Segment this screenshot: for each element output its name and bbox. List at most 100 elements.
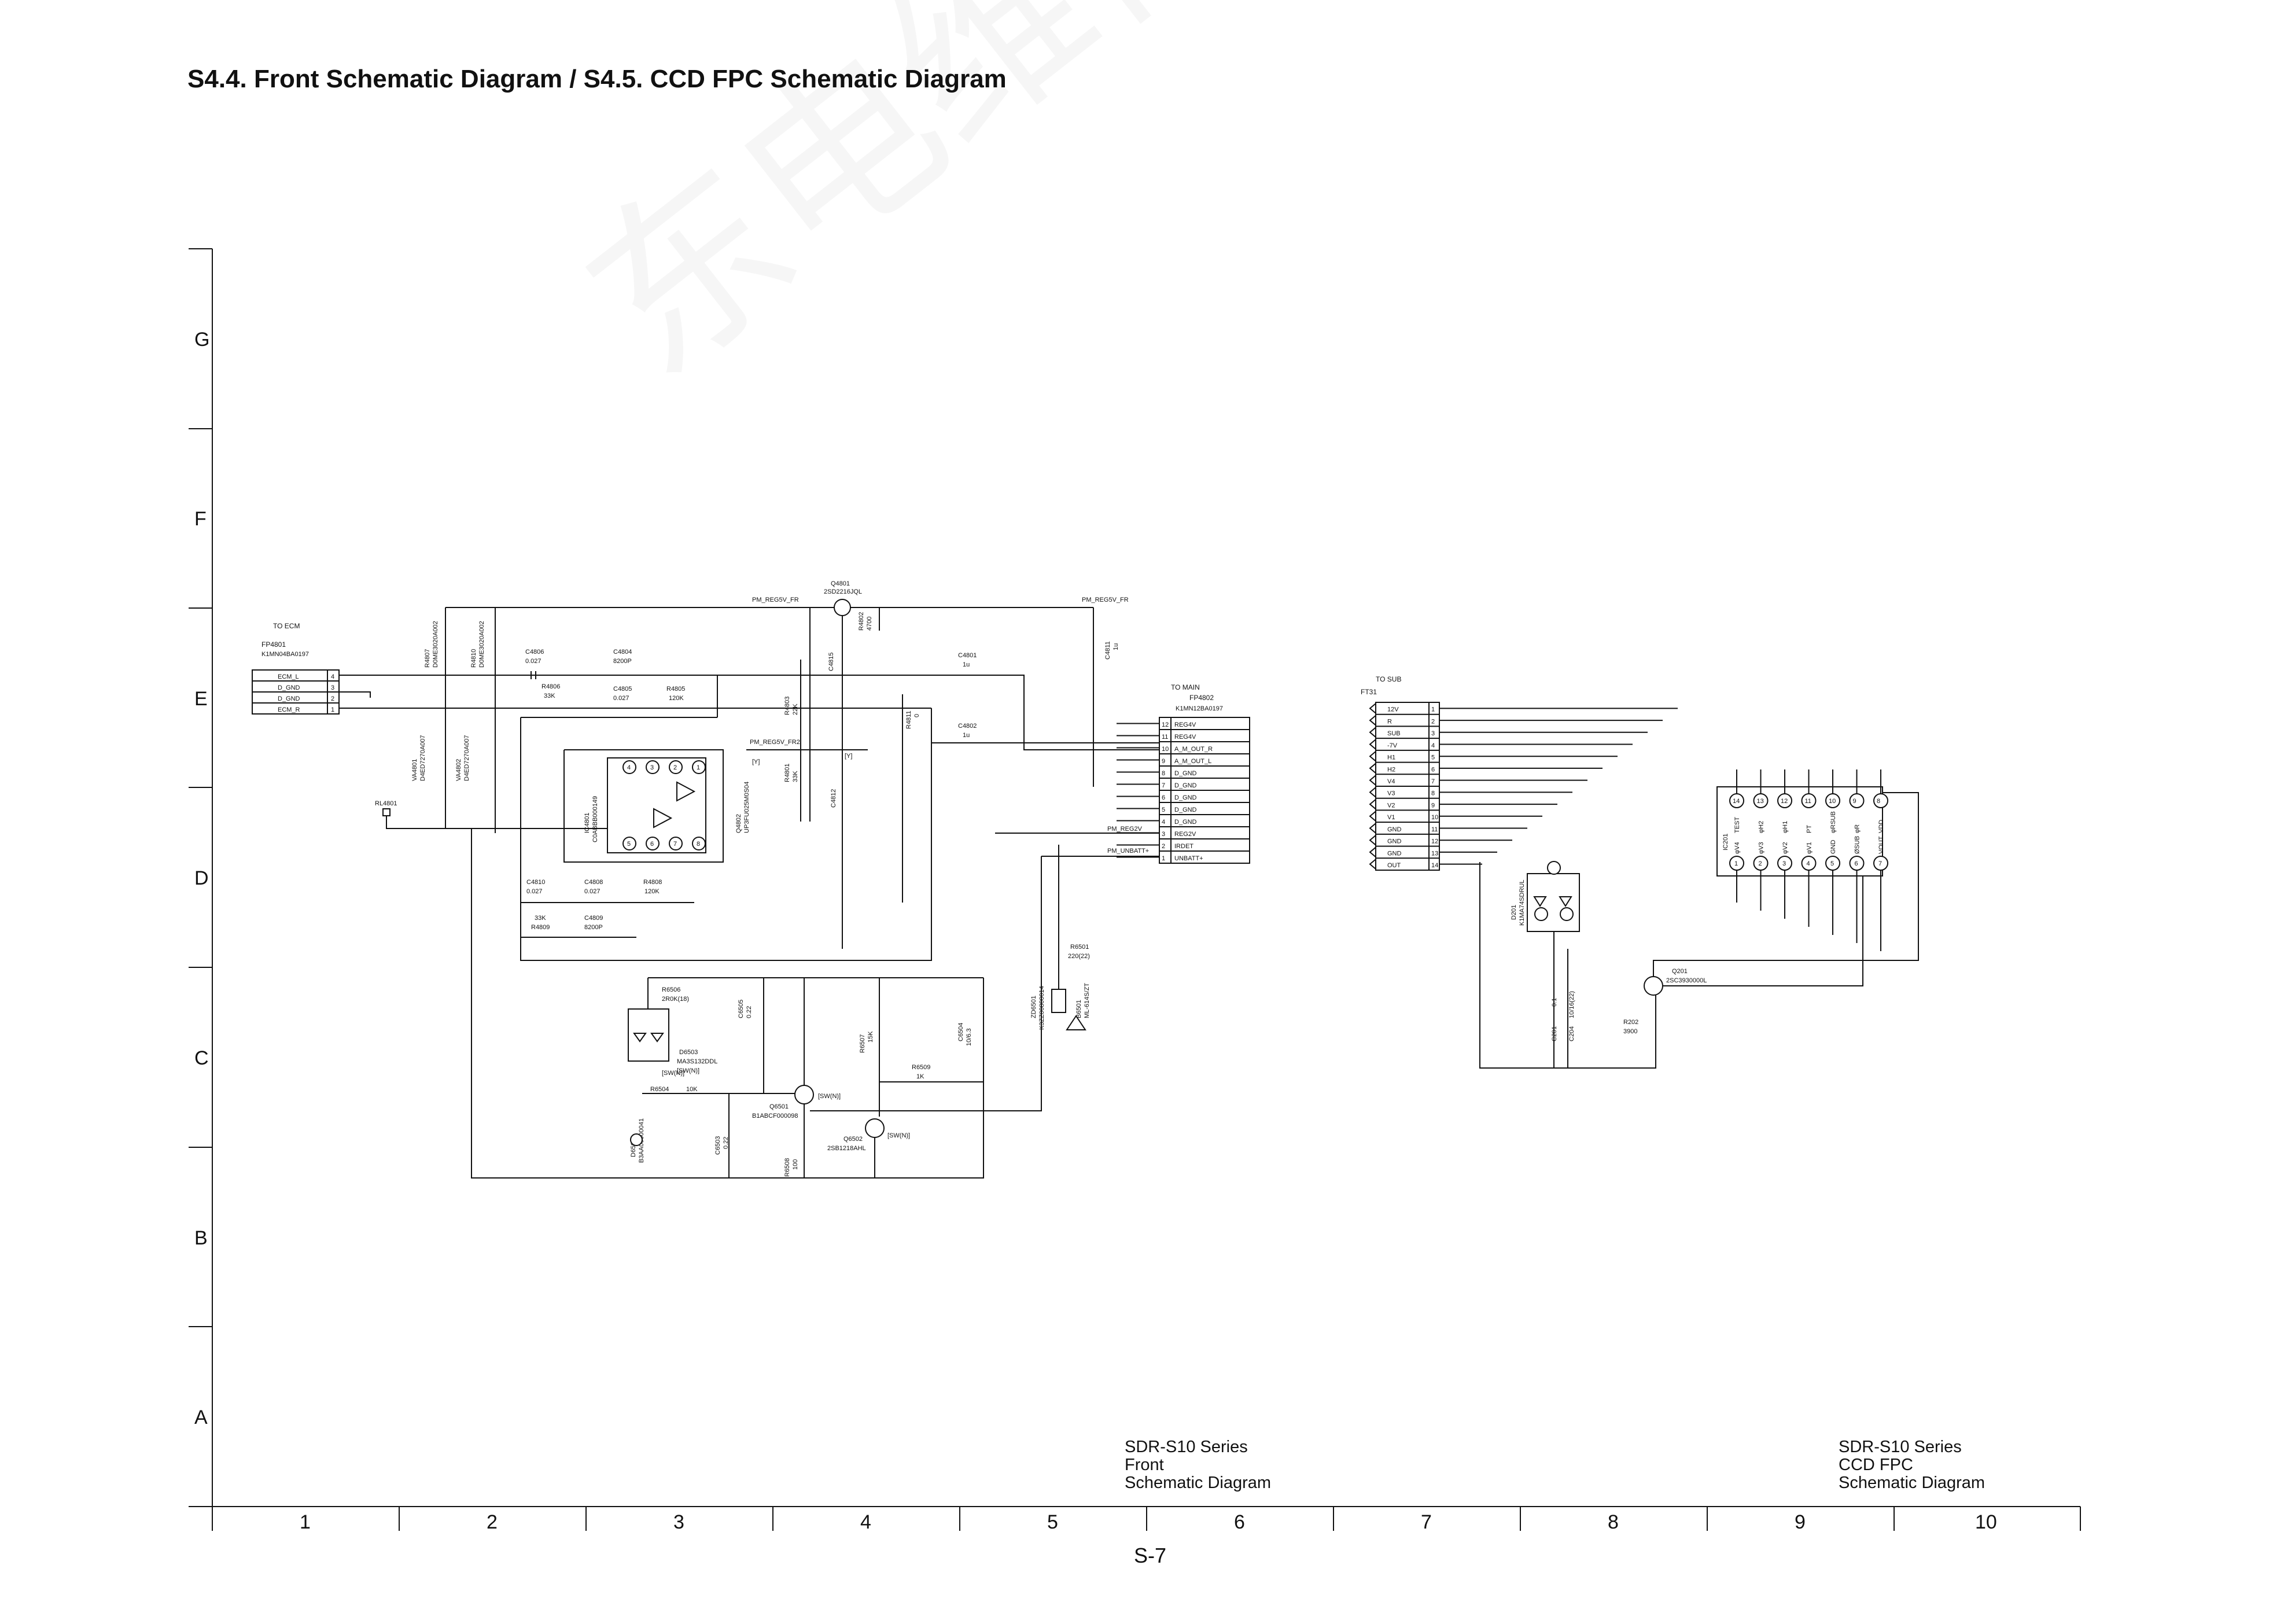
ic201-bottom-pin-label: φV1	[1806, 842, 1813, 854]
r6507-value: 15K	[867, 1031, 874, 1043]
ic201-bottom-pin-label: φV3	[1758, 842, 1765, 854]
va4801-ref: VA4801	[411, 759, 418, 781]
ft31-pin-label: H1	[1387, 754, 1395, 761]
c4808-ref: C4808	[584, 879, 603, 886]
fp4802-pin-num: 1	[1162, 855, 1165, 862]
ic4801-pin-4: 4	[627, 764, 631, 771]
q6501-part: B1ABCF000098	[752, 1113, 798, 1120]
net-pm-reg2v: PM_REG2V	[1107, 826, 1143, 833]
q201-symbol	[1644, 976, 1663, 996]
c4815-ref: C4815	[828, 653, 835, 671]
ft31-pin-label: GND	[1387, 826, 1402, 833]
ic201-top-pin-label: φR	[1854, 824, 1861, 833]
c4806-ref: C4806	[525, 649, 544, 656]
ft31-pin-num: 4	[1431, 742, 1435, 749]
c6503-ref: C6503	[714, 1136, 721, 1155]
fp4802-pin-num: 7	[1162, 782, 1165, 789]
col-label-10: 10	[1975, 1511, 1997, 1533]
ic4801-pin-8: 8	[697, 841, 700, 848]
fp4802-pin-num: 8	[1162, 770, 1165, 777]
ic201-top-pin-label: φH2	[1758, 821, 1765, 833]
r6506-value: 2R0K(18)	[662, 996, 689, 1003]
ft31-pin-label: GND	[1387, 838, 1402, 845]
d6501-led-icon	[630, 1133, 643, 1146]
ft31-pin-num: 11	[1431, 826, 1438, 833]
va4802-ref: VA4802	[455, 759, 462, 781]
r4806-ref: R4806	[541, 683, 560, 690]
c4804-ref: C4804	[613, 649, 632, 656]
sw-label-3: [SW(N)]	[662, 1070, 684, 1077]
ft31-pin-num: 12	[1431, 838, 1438, 845]
row-label-a: A	[194, 1406, 208, 1428]
va4801-part: D4ED7270A007	[419, 735, 426, 781]
c4801-ref: C4801	[958, 652, 977, 659]
rl4801-terminal	[382, 808, 391, 816]
ft31-pin-num: 9	[1431, 802, 1435, 809]
page-number: S-7	[1134, 1544, 1167, 1567]
c4811-ref: C4811	[1104, 641, 1111, 660]
r6506-ref: R6506	[662, 986, 680, 993]
r6508-value: 100	[792, 1159, 799, 1170]
col-label-8: 8	[1608, 1511, 1619, 1533]
q201-part: 2SC3930000L	[1666, 977, 1707, 984]
ic201-bottom-pin-label: φV2	[1782, 842, 1789, 854]
ft31-pin-label: V4	[1387, 778, 1395, 785]
ccd-caption: SDR-S10 Series CCD FPC Schematic Diagram	[1839, 1438, 1985, 1492]
ic201-bottom-pin-num: 6	[1855, 860, 1858, 867]
ccd-caption-line-2: CCD FPC	[1839, 1456, 1913, 1474]
q4801-symbol	[834, 599, 851, 616]
net-pm-unbatt: PM_UNBATT+	[1107, 848, 1149, 855]
ic201-bottom-pin-num: 7	[1878, 860, 1882, 867]
fp4801-pin-ecm-l: ECM_L	[278, 673, 299, 680]
d201-block	[1527, 873, 1580, 932]
sw-label-1: [SW(N)]	[818, 1093, 841, 1100]
ft31-pin-num: 14	[1431, 862, 1438, 869]
q6501-ref: Q6501	[769, 1103, 789, 1110]
ic201-top-pin-num: 12	[1781, 798, 1788, 805]
page-title: S4.4. Front Schematic Diagram / S4.5. CC…	[187, 65, 1007, 93]
col-label-1: 1	[300, 1511, 311, 1533]
ft31-pin-num: 3	[1431, 730, 1435, 737]
d201-diode-b	[1559, 896, 1572, 907]
c4805-value: 0.027	[613, 695, 629, 702]
fp4802-pin-num: 3	[1162, 831, 1165, 838]
caution-triangle-icon	[1066, 1015, 1086, 1030]
r4806-value: 33K	[544, 693, 555, 699]
r6508-ref: R6508	[784, 1158, 791, 1177]
fp4802-pin-num: 4	[1162, 819, 1165, 826]
c6505-value: 0.22	[746, 1006, 753, 1018]
q4801-part: 2SD2216JQL	[824, 588, 862, 595]
fp4802-pin-label: REG4V	[1174, 721, 1196, 728]
col-label-7: 7	[1421, 1511, 1432, 1533]
q201-ref: Q201	[1672, 968, 1688, 975]
ic4801-body	[607, 757, 706, 853]
r4802-value: 4700	[866, 617, 873, 631]
ccd-caption-line-3: Schematic Diagram	[1839, 1474, 1985, 1492]
ic4801-pin-1: 1	[697, 764, 700, 771]
fp4802-pin-label: REG4V	[1174, 734, 1196, 741]
misc-label-y-1: [Y]	[752, 758, 760, 765]
ic4801-pin-5: 5	[627, 841, 631, 848]
c4810-value: 0.027	[526, 888, 543, 895]
c6505-ref: C6505	[738, 1000, 745, 1018]
ic201-bottom-pin-label: ØSUB	[1854, 836, 1861, 854]
fp4802-pin-label: REG2V	[1174, 831, 1196, 838]
q6501-symbol	[794, 1085, 814, 1104]
c4809-ref: C4809	[584, 915, 603, 922]
net-pm-reg5v-fr3: PM_REG5V_FR2	[750, 739, 800, 746]
c4810-ref: C4810	[526, 879, 545, 886]
col-label-2: 2	[487, 1511, 498, 1533]
r4801-ref: R4801	[784, 764, 791, 782]
to-ecm-label: TO ECM	[273, 622, 300, 630]
r4811-ref: R4811	[905, 710, 912, 729]
opamp-a-symbol	[676, 781, 696, 802]
ft31-pin-num: 7	[1431, 778, 1435, 785]
d6503-diode-b	[650, 1033, 664, 1043]
front-schematic: TO ECM FP4801 K1MN04BA0197 ECM_L D_GND D…	[252, 580, 1250, 1179]
r202-ref: R202	[1623, 1019, 1638, 1026]
ic4801-part: C0ABBB000149	[592, 796, 599, 842]
r4808-ref: R4808	[643, 879, 662, 886]
ft31-pin-label: OUT	[1387, 862, 1401, 869]
grid-frame: G F E D C B A 1 2 3 4 5 6 7 8 9 10	[189, 248, 2081, 1533]
